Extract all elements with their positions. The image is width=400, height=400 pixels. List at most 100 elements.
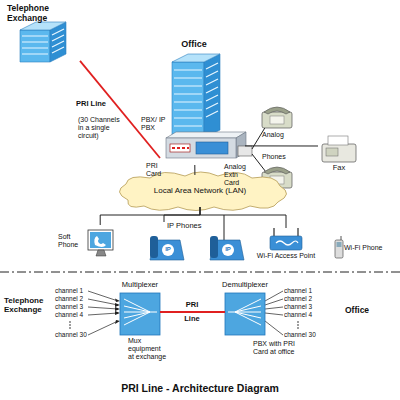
connector-line (168, 311, 215, 313)
node-text: Telephone Exchange (7, 4, 57, 24)
node-text: IP Phones (167, 222, 217, 231)
analog-phone-icon (262, 107, 292, 188)
text-label: IP (222, 246, 234, 253)
analog-phone-icon (264, 167, 290, 174)
connector-line (245, 145, 318, 146)
fax-icon (322, 136, 356, 162)
text-label: PRI Card (146, 162, 170, 178)
channel-wire (69, 324, 71, 326)
text-label: channel 30 (284, 331, 318, 338)
connector-line (200, 207, 286, 228)
analog-phone-icon (262, 112, 292, 128)
channel-wire (115, 299, 120, 325)
soft-phone-icon (90, 232, 111, 248)
multiplexer-symbol (120, 293, 265, 335)
ip-phone-icon (150, 236, 158, 258)
channel-wire (88, 291, 118, 335)
pri-line-stub (160, 312, 225, 313)
multiplexer-node: MultiplexerMux equipment at exchange (112, 280, 168, 380)
soft-phone-node: Soft Phone (58, 225, 115, 260)
diagram-title: PRI Line - Architecture Diagram (0, 382, 400, 394)
text-label: channel 4 (55, 311, 89, 318)
ip-phone-drop (224, 215, 225, 240)
exchange-building (20, 22, 66, 30)
node-text: Fax (318, 164, 360, 173)
ip-phone-drop (224, 215, 225, 240)
text-label: Office (345, 306, 385, 316)
wifi-phone-icon (337, 242, 342, 247)
analog-phone-icon (270, 116, 284, 124)
text-label: IP (162, 246, 174, 253)
channel-wire (265, 291, 283, 335)
analog-phone-icon (264, 107, 290, 114)
wifi-phone-icon (335, 236, 343, 258)
fax-icon (328, 136, 348, 145)
text-label: channel 3 (55, 303, 89, 310)
office-building (172, 54, 220, 62)
wifi-phone-icon (335, 240, 343, 258)
channel-wire (297, 327, 299, 329)
lan-cloud-node: Local Area Network (LAN) (115, 175, 285, 207)
multiplexer-symbol (124, 299, 157, 325)
multiplexer-symbol (228, 299, 261, 325)
text-label: PBX/ IP PBX (141, 116, 171, 132)
channel-wire (69, 327, 71, 329)
node-text: Multiplexer (112, 281, 168, 290)
pbx-device (166, 132, 246, 138)
wifi-access-point-icon (276, 241, 298, 245)
text-label: channel 2 (55, 295, 89, 302)
node-text: Wi-Fi Access Point (255, 252, 317, 260)
connector-line (164, 207, 200, 222)
node-text: Demultiplexer (215, 281, 275, 290)
connector-line (194, 165, 195, 175)
text-label: Telephone Exchange (4, 296, 52, 314)
edge-label: PRI Line (76, 100, 110, 109)
exchange-node: Telephone Exchange (5, 2, 80, 64)
soft-phone-icon (88, 230, 113, 250)
multiplexer-symbol (225, 293, 265, 335)
text-label: channel 3 (284, 303, 318, 310)
lan-cloud (119, 172, 286, 211)
text-label: Analog (262, 131, 296, 139)
wifi-phone-icon (341, 236, 342, 240)
node-text: Wi-Fi Phone (344, 244, 398, 252)
wifi-ap-node: Wi-Fi Access Point (255, 228, 317, 272)
office-building (174, 63, 218, 126)
wifi-phone-node: Wi-Fi Phone (330, 236, 398, 266)
edge-label: PRI Line (182, 298, 202, 326)
ip-phone-icon (162, 244, 174, 256)
pbx-device (170, 144, 190, 152)
fax-node: Fax (318, 136, 360, 176)
text-label: channel 1 (55, 287, 89, 294)
pbx-device (166, 138, 236, 158)
exchange-building (22, 29, 64, 54)
channel-wire (69, 321, 71, 323)
node-text: Soft Phone (58, 233, 88, 249)
text-label: channel 4 (284, 311, 318, 318)
wifi-access-point-icon (270, 236, 302, 250)
pbx-device (166, 132, 252, 158)
exchange-building (20, 22, 66, 62)
channel-wire (69, 291, 299, 335)
separator-line (0, 272, 400, 273)
pbx-device (238, 146, 252, 156)
wifi-access-point-icon (270, 228, 302, 250)
node-text: PBX with PRI Card at office (253, 340, 303, 356)
pri-line-stub (160, 311, 225, 313)
separator-line (0, 272, 400, 273)
pbx-device (172, 147, 189, 149)
fax-icon (322, 144, 356, 162)
fax-icon (326, 148, 338, 156)
channel-wire (297, 324, 299, 326)
office-building (172, 54, 220, 138)
text-label: Phones (262, 153, 296, 161)
channel-wire (297, 321, 299, 323)
ip-phones-node: IP Phones (145, 222, 240, 262)
node-text: Mux equipment at exchange (128, 337, 168, 361)
ip-phone-icon (222, 244, 234, 256)
text-label: channel 1 (284, 287, 318, 294)
text-label: channel 30 (55, 331, 89, 338)
